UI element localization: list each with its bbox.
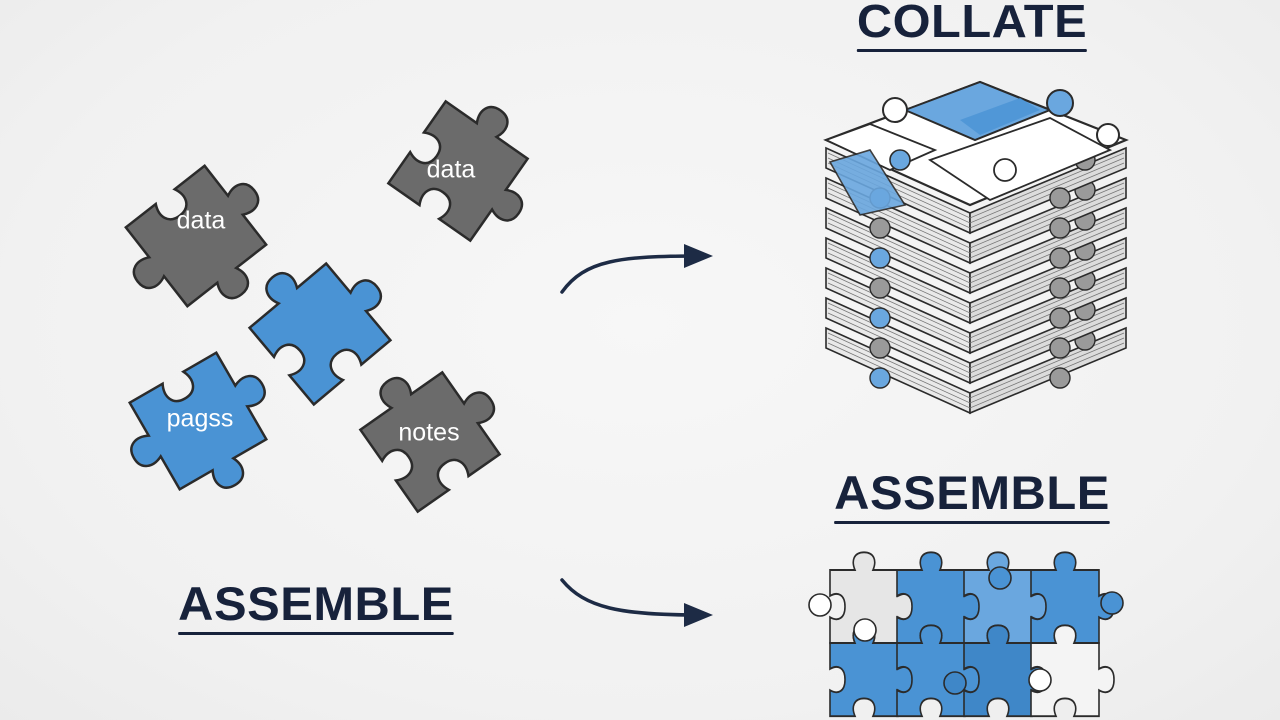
piece-label-notes: notes bbox=[398, 419, 459, 447]
assemble-heading-right: ASSEMBLE bbox=[834, 469, 1110, 524]
collate-heading: COLLATE bbox=[856, 0, 1088, 52]
assembled-knob bbox=[1028, 668, 1052, 692]
assembled-knob bbox=[1100, 591, 1124, 615]
assembled-knob bbox=[988, 566, 1012, 590]
stack-top-layer bbox=[823, 80, 1129, 216]
assembled-knob bbox=[943, 671, 967, 695]
assemble-heading-right-text: ASSEMBLE bbox=[834, 466, 1110, 519]
collate-heading-text: COLLATE bbox=[856, 0, 1088, 47]
assemble-heading-left: ASSEMBLE bbox=[178, 580, 454, 635]
collated-stack bbox=[823, 80, 1129, 415]
arrow-upper bbox=[560, 244, 713, 294]
piece-label-data-left: data bbox=[177, 207, 226, 235]
assemble-left-underline bbox=[178, 632, 454, 635]
assembled-puzzle bbox=[808, 551, 1124, 718]
assemble-right-underline bbox=[834, 521, 1110, 524]
assembled-knob bbox=[808, 593, 832, 617]
arrow-lower bbox=[560, 578, 713, 627]
assemble-heading-left-text: ASSEMBLE bbox=[178, 577, 454, 630]
stack-layer bbox=[825, 326, 1127, 415]
piece-blue-center bbox=[232, 228, 411, 406]
piece-label-data-top: data bbox=[427, 156, 476, 184]
stack-layer bbox=[825, 266, 1127, 355]
assembled-knob bbox=[853, 618, 877, 642]
collate-underline bbox=[856, 49, 1088, 52]
piece-label-pagss: pagss bbox=[167, 405, 234, 433]
